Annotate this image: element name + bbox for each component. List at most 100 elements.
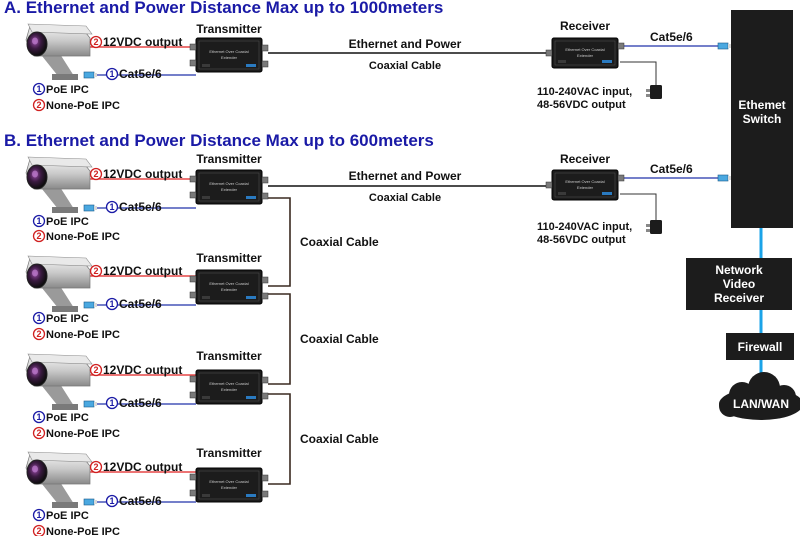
camera-icon [25,23,93,80]
nonpoe-num-circle-1 [32,229,46,243]
rx-power-cable-0 [620,61,657,85]
transmitter-label-2: Transmitter [196,251,262,265]
power-label-4: 12VDC output [103,460,182,474]
num-1-circle-4-text: 1 [109,496,114,506]
poe-num-circle-1-text: 1 [36,216,41,226]
transmitter-1-text-2: Extender [221,187,238,192]
power-label-3: 12VDC output [103,363,182,377]
camera-groups [25,23,93,508]
num-2-circle-2-text: 2 [93,266,98,276]
num-2-circle-1-text: 2 [93,169,98,179]
transmitter-0-text-1: Ethernet Over Coaxial [209,49,248,54]
camera-icon [25,255,93,312]
none-poe-ipc-label-0: None-PoE IPC [46,100,120,112]
num-2-circle-4-text: 2 [93,462,98,472]
cloud-icon [719,372,800,420]
camera-icon [25,156,93,213]
transmitter-label-4: Transmitter [196,446,262,460]
coaxial-cable-label-a: Coaxial Cable [369,60,441,72]
ethernet-switch [731,10,793,228]
cat-label-4: Cat5e/6 [119,494,162,508]
rj45-connector-icon [83,301,95,309]
cat-label-2: Cat5e/6 [119,297,162,311]
num-1-circle-0 [105,67,119,81]
num-2-circle-2 [89,264,103,278]
num-1-circle-1 [105,200,119,214]
nvr-label-line3: Receiver [714,291,764,305]
num-2-circle-3 [89,363,103,377]
ethernet-power-label-a: Ethernet and Power [349,37,462,51]
coax-chain-1 [268,293,291,385]
poe-num-circle-2 [32,311,46,325]
rj45-connector-icon [83,498,95,506]
network-side: Ethemet Switch Network Video Receiver Fi… [686,10,800,420]
poe-num-circle-3-text: 1 [36,412,41,422]
rj45-connector-icon [717,42,729,50]
receiver-0-text-2: Extender [577,53,594,58]
coax-chain-label-2: Coaxial Cable [300,432,379,446]
nonpoe-num-circle-2-text: 2 [36,329,41,339]
none-poe-ipc-label-1: None-PoE IPC [46,231,120,243]
none-poe-ipc-label-4: None-PoE IPC [46,526,120,536]
cloud-label: LAN/WAN [733,397,789,411]
transmitter-label-3: Transmitter [196,349,262,363]
num-2-circle-0 [89,35,103,49]
ethernet-power-label-b: Ethernet and Power [349,169,462,183]
rx-cat-label-0: Cat5e/6 [650,30,693,44]
network-video-receiver [686,258,792,310]
nonpoe-num-circle-3-text: 2 [36,428,41,438]
power-label-0: 12VDC output [103,35,182,49]
nonpoe-num-circle-4 [32,524,46,536]
transmitter-2-text-2: Extender [221,287,238,292]
cat-label-0: Cat5e/6 [119,67,162,81]
poe-num-circle-3 [32,410,46,424]
num-1-circle-0-text: 1 [109,69,114,79]
receiver-power-label-2-1: 48-56VDC output [537,234,626,246]
power-adapter-icon [646,85,662,99]
rj45-connector-icon [83,71,95,79]
nonpoe-num-circle-0-text: 2 [36,100,41,110]
poe-num-circle-4 [32,508,46,522]
transmitter-4-text-2: Extender [221,485,238,490]
nonpoe-num-circle-0 [32,98,46,112]
transmitter-2-text-1: Ethernet Over Coaxial [209,281,248,286]
receiver-1-text-1: Ethernet Over Coaxial [565,179,604,184]
num-1-circle-3 [105,396,119,410]
section-b-title: B. Ethernet and Power Distance Max up to… [4,131,434,150]
coax-chain-label-0: Coaxial Cable [300,235,379,249]
power-adapter-icon [646,220,662,234]
nonpoe-num-circle-4-text: 2 [36,526,41,536]
transmitter-label-1: Transmitter [196,152,262,166]
none-poe-ipc-label-2: None-PoE IPC [46,329,120,341]
camera-icon [25,451,93,508]
transmitter-1-text-1: Ethernet Over Coaxial [209,181,248,186]
rj45-connector-icon [83,400,95,408]
rj45-connector-icon [717,174,729,182]
num-1-circle-2 [105,297,119,311]
nvr-label-line2: Video [723,277,755,291]
receiver-1-text-2: Extender [577,185,594,190]
num-1-circle-1-text: 1 [109,202,114,212]
receiver-power-label-1-1: 110-240VAC input, [537,221,632,233]
receiver-label-1: Receiver [560,152,610,166]
switch-label-line2: Switch [743,112,782,126]
camera-icon [25,353,93,410]
receiver-power-label-1-0: 110-240VAC input, [537,86,632,98]
num-1-circle-3-text: 1 [109,398,114,408]
transmitter-0-text-2: Extender [221,55,238,60]
transmitter-3-text-2: Extender [221,387,238,392]
transmitter-label-0: Transmitter [196,22,262,36]
num-1-circle-2-text: 1 [109,299,114,309]
num-2-circle-0-text: 2 [93,37,98,47]
none-poe-ipc-label-3: None-PoE IPC [46,428,120,440]
rj45-connector-icon [83,204,95,212]
firewall [726,333,794,360]
transmitter-4-text-1: Ethernet Over Coaxial [209,479,248,484]
